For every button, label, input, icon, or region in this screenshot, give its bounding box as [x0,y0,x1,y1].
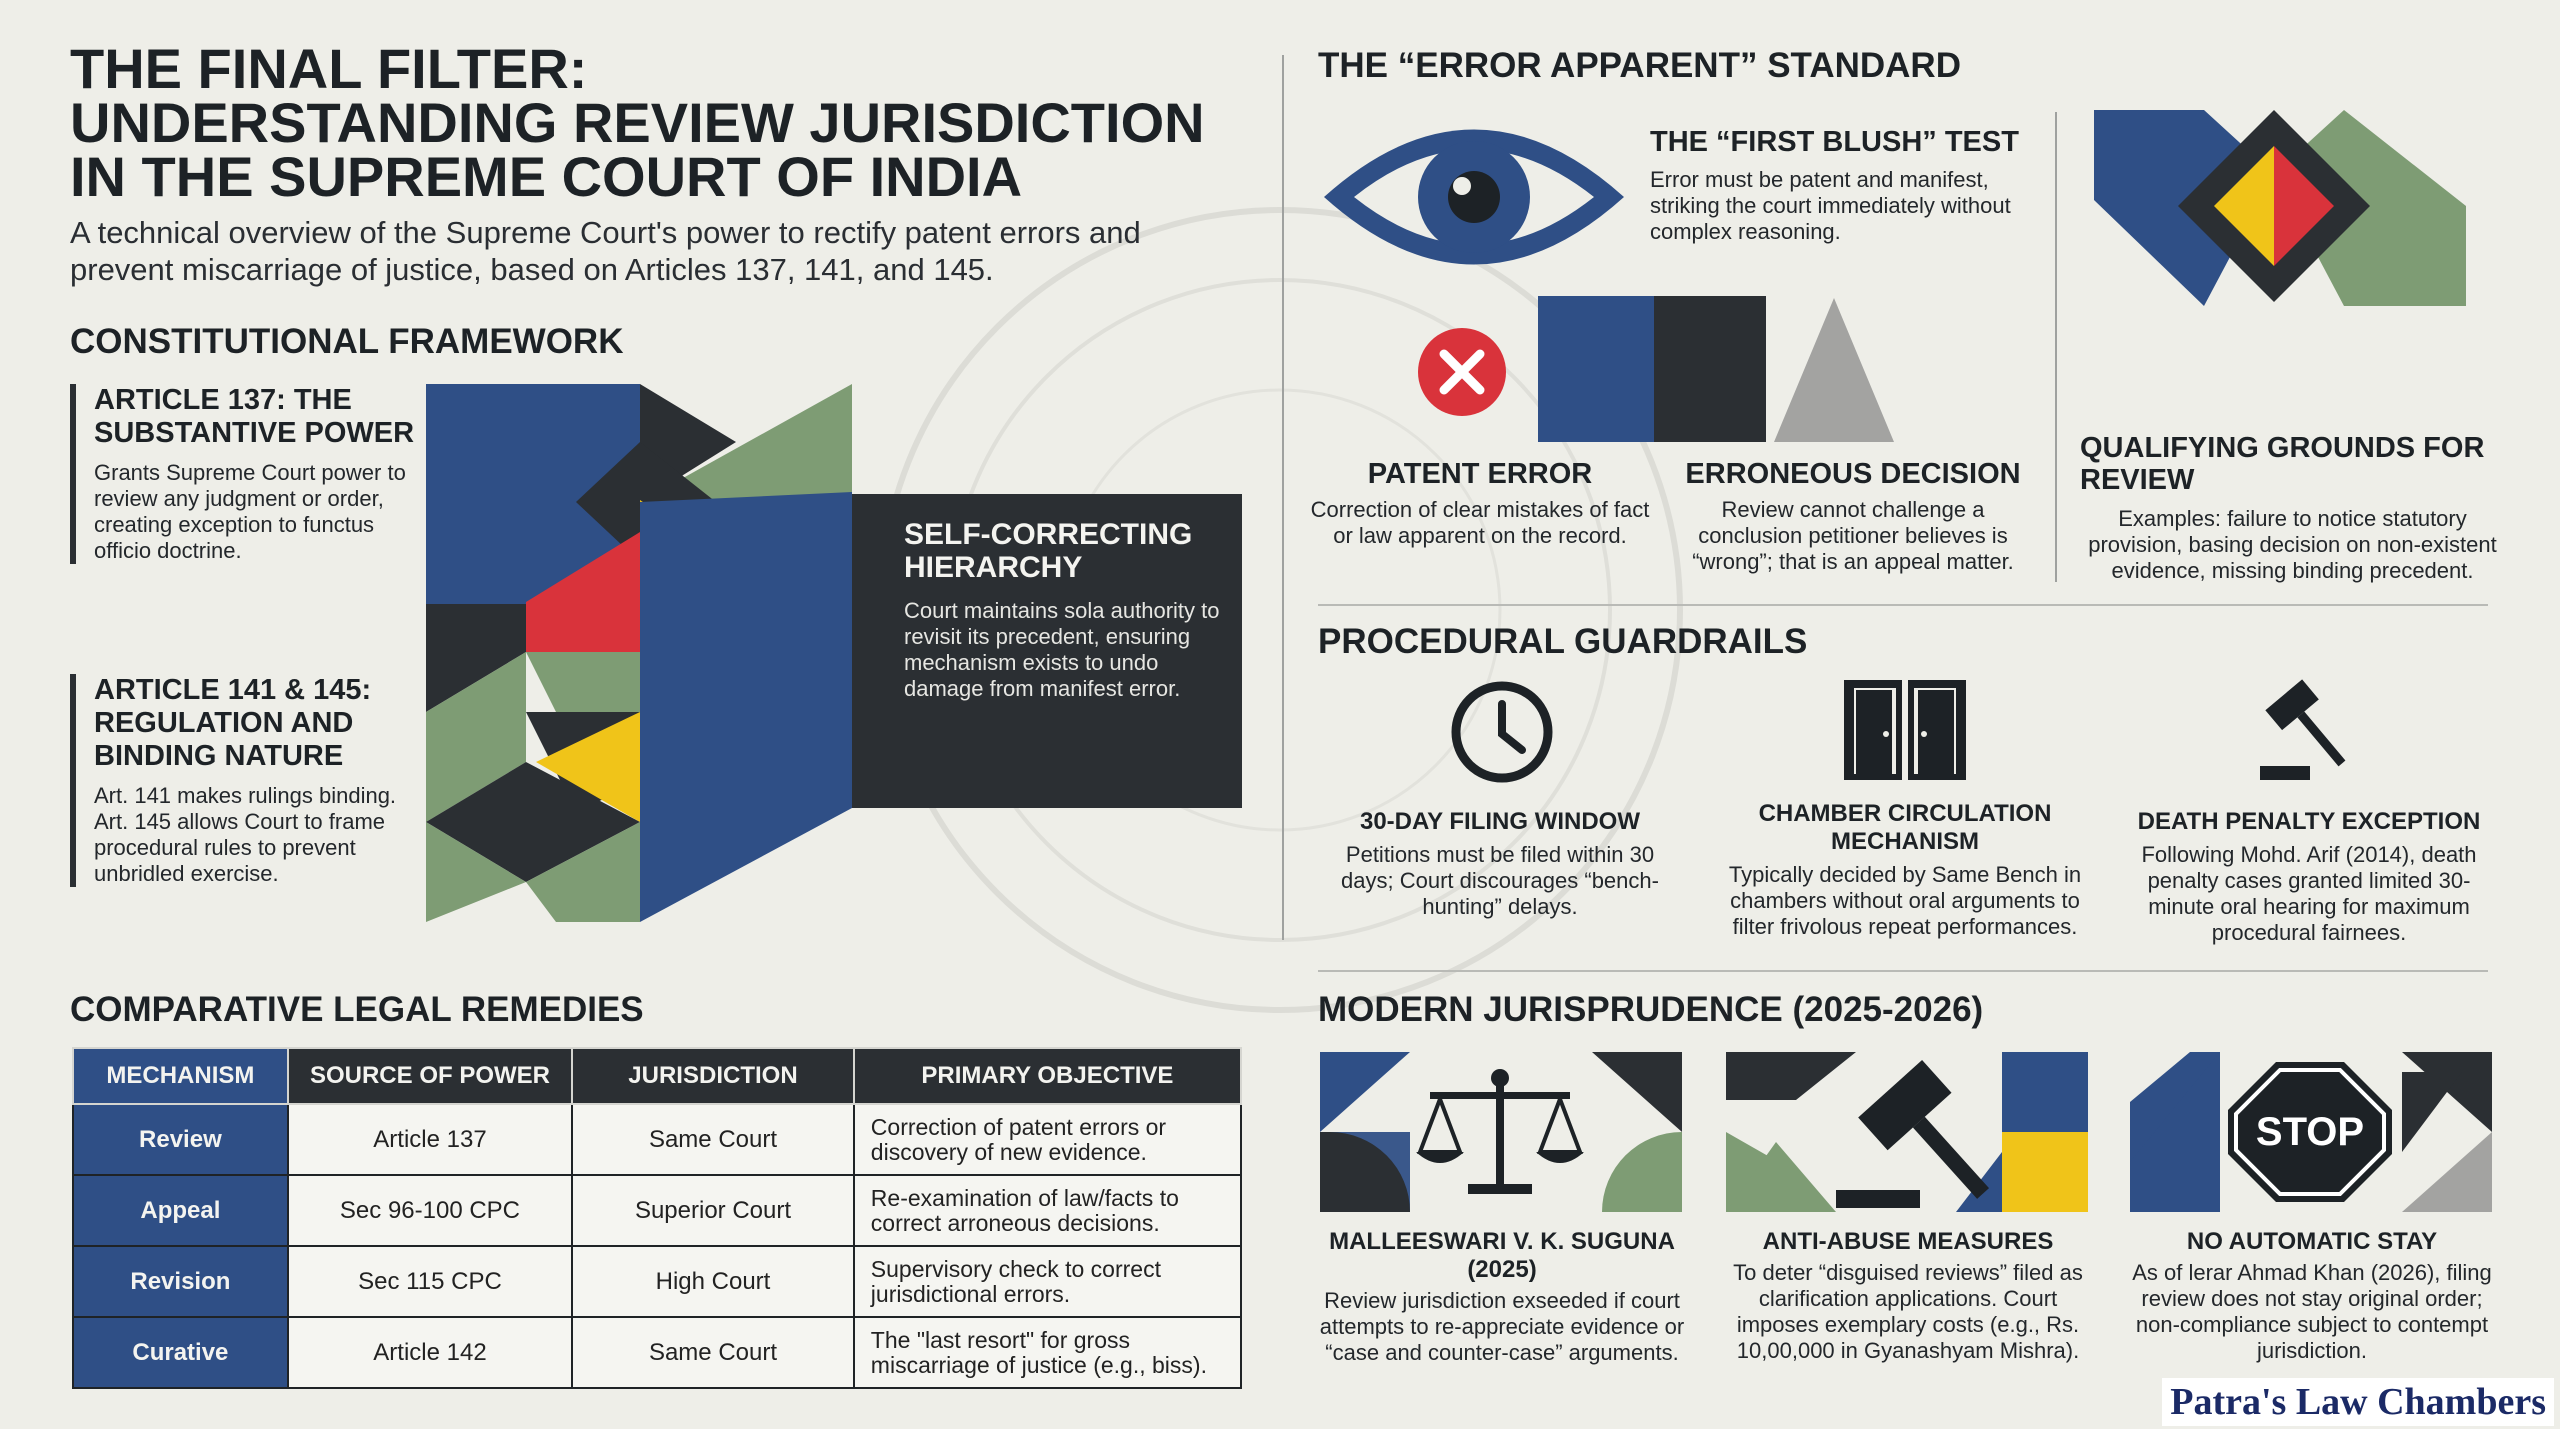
erroneous-decision-title: ERRONEOUS DECISION [1685,458,2021,490]
mechanism-cell: Curative [72,1316,289,1389]
right-divider [2055,112,2057,582]
framework-heading: CONSTITUTIONAL FRAMEWORK [70,322,624,361]
first-blush-text: Error must be patent and manifest, strik… [1650,167,2011,244]
source-cell: Article 142 [286,1316,574,1389]
error-shapes-graphic [1538,296,1894,442]
gavel-icon [1726,1052,2088,1212]
jurisdiction-cell: High Court [571,1245,855,1318]
guardrail-item: CHAMBER CIRCULATION MECHANISM Typically … [1718,800,2092,940]
article-137-block: ARTICLE 137: THE SUBSTANTIVE POWER Grant… [70,384,434,564]
modern-text: As of lerar Ahmad Khan (2026), filing re… [2132,1260,2492,1363]
source-cell: Article 137 [286,1103,574,1176]
self-correcting-hierarchy-box: SELF-CORRECTING HIERARCHY Court maintain… [852,494,1242,808]
source-cell: Sec 115 CPC [286,1245,574,1318]
column-header: SOURCE OF POWER [286,1047,574,1105]
patent-error-block: PATENT ERROR Correction of clear mistake… [1310,458,1650,549]
guardrail-item: DEATH PENALTY EXCEPTION Following Mohd. … [2128,808,2490,946]
brand-logo: Patra's Law Chambers [2162,1378,2554,1426]
guardrail-title: CHAMBER CIRCULATION MECHANISM [1758,800,2052,855]
modern-title: MALLEESWARI v. K. SUGUNA (2025) [1329,1228,1675,1283]
modern-heading: MODERN JURISPRUDENCE (2025-2026) [1318,990,1984,1029]
mechanism-cell: Revision [72,1245,289,1318]
stop-sign-text: STOP [2256,1110,2364,1154]
jurisdiction-cell: Same Court [571,1316,855,1389]
patent-error-text: Correction of clear mistakes of fact or … [1310,497,1650,548]
door-icon [1844,680,1966,780]
divider-guardrails [1318,604,2488,606]
hierarchy-geometric-graphic [426,384,852,922]
eye-icon [1324,129,1624,265]
guardrail-item: 30-DAY FILING WINDOW Petitions must be f… [1330,808,1670,920]
guardrail-text: Following Mohd. Arif (2014), death penal… [2141,842,2477,945]
modern-title: NO AUTOMATIC STAY [2186,1228,2438,1255]
divider-modern [1318,970,2488,972]
modern-item: MALLEESWARI v. K. SUGUNA (2025) Review j… [1312,1228,1692,1366]
article-141-text: Art. 141 makes rulings binding. Art. 145… [94,783,397,886]
objective-cell: Re-examination of law/facts to correct a… [852,1174,1243,1247]
hierarchy-title: SELF-CORRECTING HIERARCHY [904,518,1193,584]
table-row: Review Article 137 Same Court Correction… [72,1103,1243,1176]
guardrail-title: DEATH PENALTY EXCEPTION [2137,808,2481,835]
first-blush-block: THE “FIRST BLUSH” TEST Error must be pat… [1650,126,2030,245]
qualifying-grounds-title: QUALIFYING GROUNDS FOR REVIEW [2080,432,2485,496]
table-header-row: MECHANISM SOURCE OF POWER JURISDICTION P… [72,1047,1243,1105]
source-cell: Sec 96-100 CPC [286,1174,574,1247]
page-title: THE FINAL FILTER: UNDERSTANDING REVIEW J… [70,37,1220,208]
guardrail-text: Typically decided by Same Bench in chamb… [1728,862,2082,939]
jurisdiction-cell: Superior Court [571,1174,855,1247]
scales-of-justice-icon [1320,1052,1682,1212]
clock-icon [1451,681,1553,783]
close-icon [1418,328,1506,416]
error-standard-heading: THE “ERROR APPARENT” STANDARD [1318,46,1961,85]
guardrail-title: 30-DAY FILING WINDOW [1359,808,1641,835]
mechanism-cell: Review [72,1103,289,1176]
hierarchy-text: Court maintains sola authority to revisi… [904,598,1220,701]
patent-error-title: PATENT ERROR [1367,458,1593,490]
column-header: JURISDICTION [571,1047,855,1105]
remedies-heading: COMPARATIVE LEGAL REMEDIES [70,990,644,1029]
article-137-text: Grants Supreme Court power to review any… [94,460,406,563]
modern-item: NO AUTOMATIC STAY As of lerar Ahmad Khan… [2122,1228,2502,1364]
objective-cell: Supervisory check to correct jurisdictio… [852,1245,1243,1318]
table-row: Appeal Sec 96-100 CPC Superior Court Re-… [72,1174,1243,1247]
article-141-title: ARTICLE 141 & 145: REGULATION AND BINDIN… [94,674,372,772]
gavel-icon [2260,679,2346,780]
objective-cell: The "last resort" for gross miscarriage … [852,1316,1243,1389]
jurisdiction-cell: Same Court [571,1103,855,1176]
qualifying-grounds-text: Examples: failure to notice statutory pr… [2088,506,2497,583]
first-blush-title: THE “FIRST BLUSH” TEST [1650,126,2019,158]
title-line-2: UNDERSTANDING REVIEW JURISDICTION [70,91,1205,154]
qualifying-grounds-block: QUALIFYING GROUNDS FOR REVIEW Examples: … [2080,432,2505,584]
column-header: PRIMARY OBJECTIVE [852,1047,1243,1105]
modern-text: Review jurisdiction exseeded if court at… [1319,1288,1685,1365]
guardrail-text: Petitions must be filed within 30 days; … [1341,842,1659,919]
mechanism-cell: Appeal [72,1174,289,1247]
table-row: Revision Sec 115 CPC High Court Supervis… [72,1245,1243,1318]
modern-title: ANTI-ABUSE MEASURES [1762,1228,2054,1255]
stop-sign-icon: STOP [2130,1052,2492,1212]
erroneous-decision-block: ERRONEOUS DECISION Review cannot challen… [1668,458,2038,575]
remedies-table: MECHANISM SOURCE OF POWER JURISDICTION P… [72,1047,1243,1389]
article-141-block: ARTICLE 141 & 145: REGULATION AND BINDIN… [70,674,434,887]
diamond-graphic [2094,110,2466,306]
modern-text: To deter “disguised reviews” filed as cl… [1733,1260,2083,1363]
guardrails-heading: PROCEDURAL GUARDRAILS [1318,622,1808,661]
table-row: Curative Article 142 Same Court The "las… [72,1316,1243,1389]
objective-cell: Correction of patent errors or discovery… [852,1103,1243,1176]
title-line-1: THE FINAL FILTER: [70,37,588,100]
title-line-3: IN THE SUPREME COURT OF INDIA [70,145,1023,208]
column-header: MECHANISM [72,1047,289,1105]
center-divider [1282,55,1284,940]
modern-item: ANTI-ABUSE MEASURES To deter “disguised … [1718,1228,2098,1364]
article-137-title: ARTICLE 137: THE SUBSTANTIVE POWER [94,384,415,449]
erroneous-decision-text: Review cannot challenge a conclusion pet… [1692,497,2014,574]
page-subtitle: A technical overview of the Supreme Cour… [70,215,1141,287]
